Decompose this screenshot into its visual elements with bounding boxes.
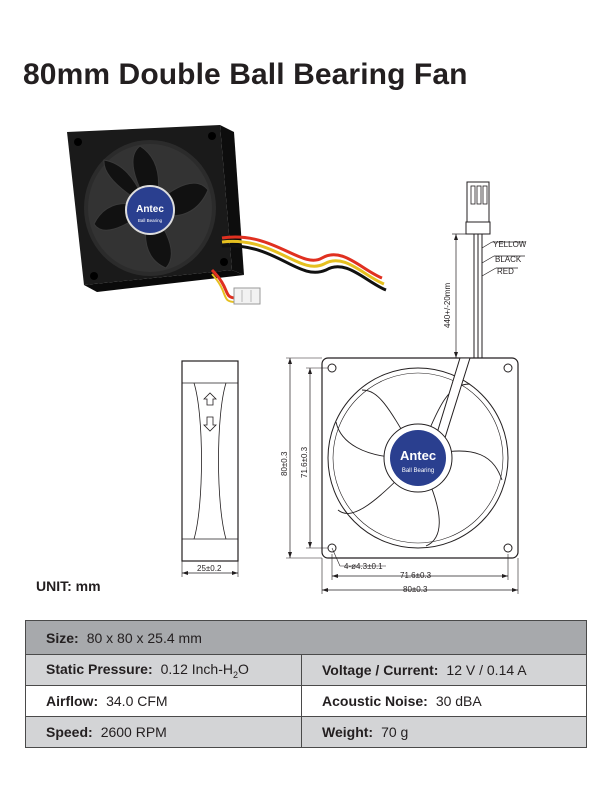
side-view-diagram: 25±0.2 [181, 360, 239, 577]
spec-speed-label: Speed: [46, 724, 93, 740]
unit-label: UNIT: mm [36, 578, 101, 594]
spec-weight-value: 70 g [381, 724, 409, 740]
cable-diagram: YELLOW BLACK RED 440+/-20mm [443, 181, 527, 358]
spec-weight: Weight: 70 g [301, 716, 587, 748]
photo-hub-label: Ball Bearing [138, 218, 163, 223]
spec-static-pressure-sub: 2 [232, 669, 238, 680]
spec-voltage-current-label: Voltage / Current: [322, 662, 439, 678]
hole-spacing-y-dimension: 71.6±0.3 [300, 446, 309, 478]
spec-weight-label: Weight: [322, 724, 374, 740]
spec-static-pressure: Static Pressure: 0.12 Inch-H2O [25, 654, 302, 686]
spec-size-label: Size: [46, 629, 79, 646]
spec-airflow-value: 34.0 CFM [106, 693, 168, 709]
depth-dimension: 25±0.2 [197, 564, 222, 573]
hole-spacing-x-dimension: 71.6±0.3 [400, 571, 432, 580]
spec-row: Airflow: 34.0 CFM Acoustic Noise: 30 dBA [25, 685, 587, 717]
wire-label-red: RED [497, 267, 514, 276]
page-title: 80mm Double Ball Bearing Fan [23, 58, 468, 91]
spec-size: Size: 80 x 80 x 25.4 mm [25, 620, 587, 655]
spec-size-value: 80 x 80 x 25.4 mm [86, 629, 202, 646]
wire-label-yellow: YELLOW [493, 240, 527, 249]
spec-static-pressure-suffix: O [238, 660, 249, 677]
overall-height-dimension: 80±0.3 [280, 451, 289, 476]
spec-static-pressure-value: 0.12 Inch-H [160, 660, 233, 677]
spec-voltage-current: Voltage / Current: 12 V / 0.14 A [301, 654, 587, 686]
spec-airflow: Airflow: 34.0 CFM [25, 685, 302, 717]
cable-length-dimension: 440+/-20mm [443, 283, 452, 328]
wire-label-black: BLACK [495, 255, 522, 264]
drawing-brand-text: Antec [400, 448, 436, 463]
fan-photo: Antec Ball Bearing [67, 125, 387, 305]
photo-brand-text: Antec [136, 204, 164, 215]
drawing-hub-label: Ball Bearing [402, 468, 434, 474]
spec-acoustic-noise-label: Acoustic Noise: [322, 693, 428, 709]
spec-airflow-label: Airflow: [46, 693, 99, 709]
hole-spec-dimension: 4-ø4.3±0.1 [344, 562, 383, 571]
overall-width-dimension: 80±0.3 [403, 585, 428, 594]
spec-row: Static Pressure: 0.12 Inch-H2O Voltage / … [25, 654, 587, 686]
spec-voltage-current-value: 12 V / 0.14 A [446, 662, 527, 678]
spec-speed: Speed: 2600 RPM [25, 716, 302, 748]
spec-acoustic-noise-value: 30 dBA [435, 693, 482, 709]
front-view-diagram: Antec Ball Bearing 80±0.3 71.6±0.3 4-ø4.… [280, 357, 519, 594]
spec-static-pressure-label: Static Pressure: [46, 660, 153, 677]
spec-table: Size: 80 x 80 x 25.4 mm Static Pressure: 0… [25, 620, 587, 748]
spec-acoustic-noise: Acoustic Noise: 30 dBA [301, 685, 587, 717]
spec-row-size: Size: 80 x 80 x 25.4 mm [25, 620, 587, 655]
spec-row: Speed: 2600 RPM Weight: 70 g [25, 716, 587, 748]
spec-speed-value: 2600 RPM [100, 724, 167, 740]
